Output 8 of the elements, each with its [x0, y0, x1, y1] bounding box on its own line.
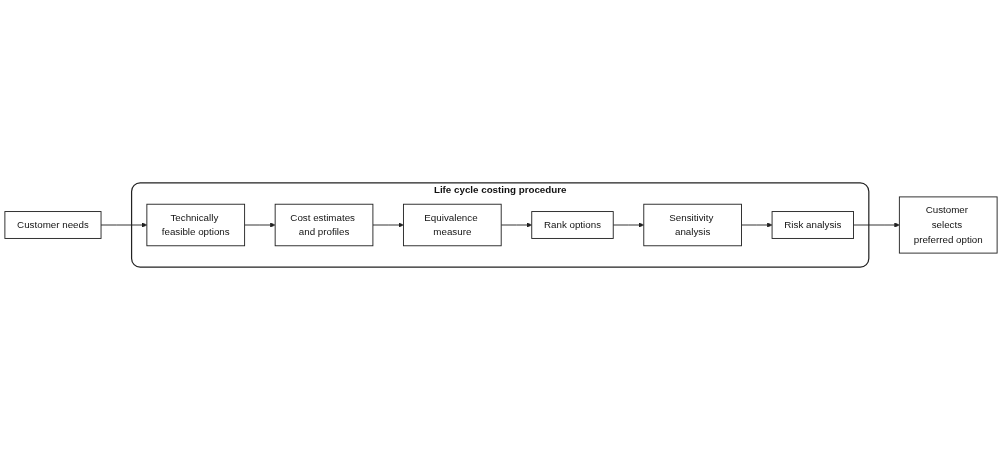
node-box: Risk analysis [771, 211, 854, 239]
node-box: Customer selects preferred option [898, 196, 998, 254]
node-box: Technically feasible options [146, 203, 246, 247]
node-box: Customer needs [4, 211, 102, 239]
node-box: Cost estimates and profiles [274, 203, 374, 247]
node-box: Equivalence measure [403, 203, 502, 247]
node-box: Rank options [531, 211, 614, 239]
node-box: Sensitivity analysis [643, 203, 742, 247]
